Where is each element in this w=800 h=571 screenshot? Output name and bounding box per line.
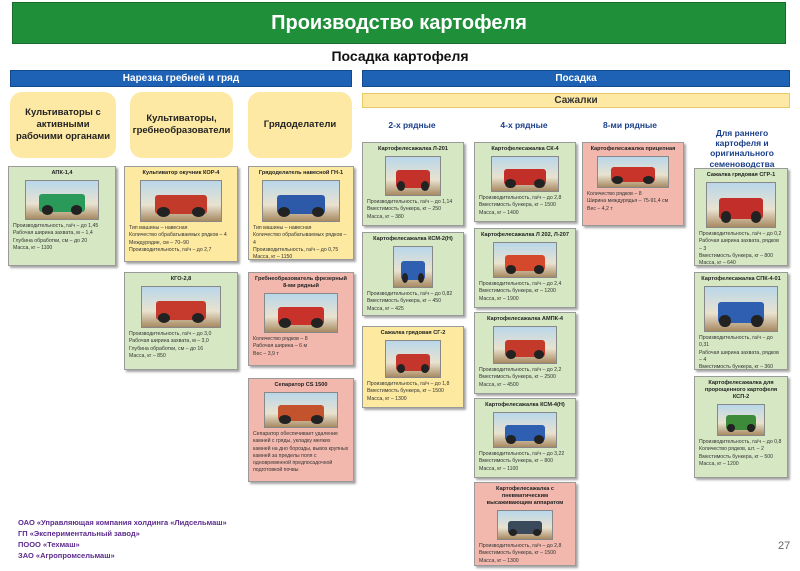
- manufacturer-2: ГП «Экспериментальный завод»: [18, 528, 140, 538]
- card-specs: Производительность, га/ч – до 2,4 Вмести…: [479, 280, 562, 302]
- machine-image: [597, 155, 669, 188]
- card-spk-4-01[interactable]: Картофелесажалка СПК-4-01 Производительн…: [694, 272, 788, 370]
- machine-image: [264, 292, 338, 333]
- card-specs: Производительность, га/ч – до 1,45 Рабоч…: [13, 222, 99, 251]
- page-title-bar: Производство картофеля: [12, 2, 786, 44]
- machine-image: [706, 181, 776, 228]
- band-planters: Сажалки: [362, 93, 790, 108]
- column-head-early: Для раннего картофеля и оригинального се…: [709, 128, 775, 169]
- card-name: Картофелесажалка Л 202, Л-207: [481, 232, 569, 238]
- card-name: Картофелесажалка для пророщенного картоф…: [704, 380, 778, 400]
- card-name: Картофелесажалка прицепная: [590, 146, 676, 152]
- card-specs: Производительность, га/ч – до 2,8 Вмести…: [479, 542, 562, 564]
- card-l-201[interactable]: Картофелесажалка Л-201 Производительност…: [362, 142, 464, 226]
- card-l-202[interactable]: Картофелесажалка Л 202, Л-207 Производит…: [474, 228, 576, 308]
- machine-image: [491, 155, 559, 192]
- category-ridge-cultivators: Культиваторы, гребнеобразователи: [130, 92, 233, 158]
- card-specs: Производительность, га/ч – до 3,0 Рабоча…: [129, 330, 212, 359]
- machine-image: [262, 179, 340, 222]
- machine-image: [385, 155, 441, 196]
- card-apk-1-4[interactable]: АПК-1,4 Производительность, га/ч – до 1,…: [8, 166, 116, 266]
- manufacturers-list: ОАО «Управляющая компания холдинга «Лидс…: [18, 518, 227, 562]
- card-name: Картофелесажалка КСМ-2(Н): [373, 236, 453, 242]
- manufacturer-3: ПООО «Техмаш»: [18, 539, 80, 549]
- machine-image: [140, 179, 222, 222]
- card-name: Картофелесажалка КСМ-4(Н): [485, 402, 565, 408]
- machine-image: [704, 285, 778, 332]
- card-specs: Производительность, га/ч – до 1,8 Вмести…: [367, 380, 450, 402]
- page-number: 27: [778, 540, 791, 552]
- card-specs: Производительность, га/ч – до 0,2 Рабоча…: [699, 230, 782, 266]
- card-specs: Производительность, га/ч – до 3,22 Вмест…: [479, 450, 565, 472]
- column-head-4row: 4-х рядные: [500, 120, 548, 130]
- card-name: Грядоделатель навесной ГН-1: [258, 170, 344, 176]
- card-name: Культиватор окучник КОР-4: [142, 170, 220, 176]
- card-name: Сажалка грядовая СГ-2: [380, 330, 446, 336]
- card-name: Гребнеобразователь фрезерный 8-ми рядный: [254, 276, 347, 289]
- card-specs: Сепаратор обеспечивает удаление камней с…: [253, 430, 349, 474]
- manufacturer-1: ОАО «Управляющая компания холдинга «Лидс…: [18, 518, 227, 527]
- card-specs: Производительность, га/ч – до 2,2 Вмести…: [479, 366, 562, 388]
- card-specs: Производительность, га/ч – до 0,8 Количе…: [699, 438, 782, 467]
- card-specs: Производительность, га/ч – до 1,14 Вмест…: [367, 198, 453, 220]
- machine-image: [497, 509, 553, 540]
- card-sg-2[interactable]: Сажалка грядовая СГ-2 Производительность…: [362, 326, 464, 408]
- column-head-8row: 8-ми рядные: [603, 120, 657, 130]
- card-specs: Тип машины – навесная Количество обрабат…: [129, 224, 227, 253]
- machine-image: [493, 325, 557, 364]
- card-name: КГО-2,8: [170, 276, 192, 282]
- machine-image: [493, 241, 557, 278]
- card-specs: Тип машины – навесная Количество обрабат…: [253, 224, 347, 260]
- card-specs: Количество рядков – 8 Рабочая ширина – 6…: [253, 335, 308, 357]
- card-gn-1[interactable]: Грядоделатель навесной ГН-1 Тип машины –…: [248, 166, 354, 260]
- machine-image: [717, 403, 765, 436]
- category-active-cultivators: Культиваторы с активными рабочими органа…: [10, 92, 116, 158]
- card-name: Сепаратор CS 1500: [274, 382, 328, 388]
- card-specs: Производительность, га/ч – до 0,82 Вмест…: [367, 290, 453, 312]
- card-specs: Производительность, га/ч – до 2,8 Вмести…: [479, 194, 562, 216]
- band-ridges: Нарезка гребней и гряд: [10, 70, 352, 87]
- band-planting: Посадка: [362, 70, 790, 87]
- card-separator-cs1500[interactable]: Сепаратор CS 1500 Сепаратор обеспечивает…: [248, 378, 354, 482]
- page-title: Производство картофеля: [271, 11, 527, 34]
- card-name: Картофелесажалка с пневматическим высажи…: [486, 486, 564, 506]
- card-sk-4[interactable]: Картофелесажалка СК-4 Производительность…: [474, 142, 576, 222]
- card-specs: Количество рядков – 8 Ширина междурядья …: [587, 190, 669, 212]
- machine-image: [393, 245, 433, 288]
- card-ksp-2[interactable]: Картофелесажалка для пророщенного картоф…: [694, 376, 788, 478]
- manufacturer-4: ЗАО «Агропромсельмаш»: [18, 550, 115, 560]
- column-head-2row: 2-х рядные: [388, 120, 436, 130]
- machine-image: [493, 411, 557, 448]
- machine-image: [141, 285, 221, 328]
- card-name: АПК-1,4: [51, 170, 73, 176]
- card-ampk-4[interactable]: Картофелесажалка АМПК-4 Производительнос…: [474, 312, 576, 394]
- machine-image: [385, 339, 441, 378]
- card-sgr-1[interactable]: Сажалка грядовая СГР-1 Производительност…: [694, 168, 788, 266]
- card-name: Картофелесажалка АМПК-4: [486, 316, 564, 322]
- category-bed-formers: Грядоделатели: [248, 92, 352, 158]
- card-specs: Производительность, га/ч – до 0,31 Рабоч…: [699, 334, 779, 370]
- machine-image: [264, 391, 338, 428]
- card-kor-4[interactable]: Культиватор окучник КОР-4 Тип машины – н…: [124, 166, 238, 262]
- card-ksm-2n[interactable]: Картофелесажалка КСМ-2(Н) Производительн…: [362, 232, 464, 316]
- machine-image: [25, 179, 99, 220]
- card-trailed-planter[interactable]: Картофелесажалка прицепная Количество ря…: [582, 142, 684, 226]
- section-title: Посадка картофеля: [331, 48, 469, 64]
- card-pneumatic-planter[interactable]: Картофелесажалка с пневматическим высажи…: [474, 482, 576, 566]
- card-name: Картофелесажалка СК-4: [491, 146, 559, 152]
- card-name: Картофелесажалка Л-201: [377, 146, 449, 152]
- card-name: Картофелесажалка СПК-4-01: [701, 276, 781, 282]
- card-name: Сажалка грядовая СГР-1: [706, 172, 776, 178]
- card-rotary-ridger[interactable]: Гребнеобразователь фрезерный 8-ми рядный…: [248, 272, 354, 366]
- card-kgo-2-8[interactable]: КГО-2,8 Производительность, га/ч – до 3,…: [124, 272, 238, 370]
- card-ksm-4n[interactable]: Картофелесажалка КСМ-4(Н) Производительн…: [474, 398, 576, 478]
